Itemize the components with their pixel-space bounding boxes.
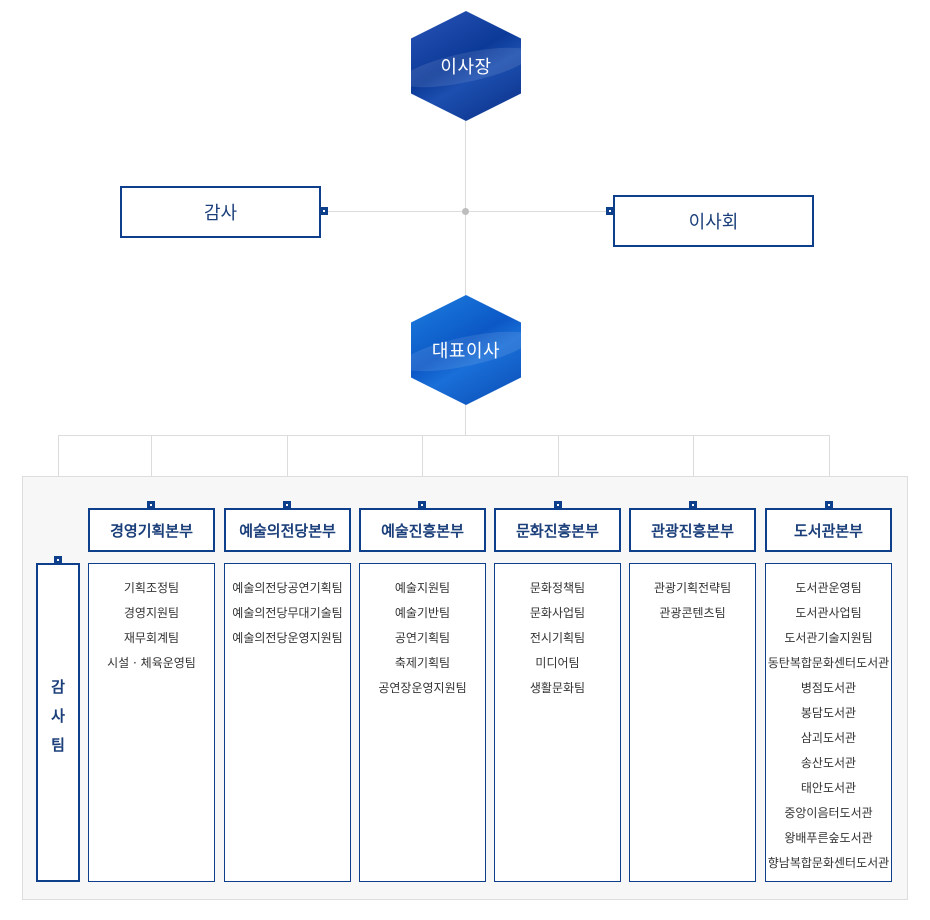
ceo-label: 대표이사 [431,341,501,362]
team-item: 문화정책팀 [529,581,586,595]
division-header: 문화진흥본부 [494,508,621,552]
connector-drop-div6 [829,435,830,505]
division-header: 예술진흥본부 [359,508,486,552]
division-header: 예술의전당본부 [224,508,351,552]
team-item: 동탄복합문화센터도서관 [767,656,890,670]
connector-drop-div2 [287,435,288,505]
team-item: 문화사업팀 [529,606,586,620]
team-item: 봉담도서관 [800,706,857,720]
junction-dot [462,208,469,215]
team-item: 도서관운영팀 [795,581,862,595]
team-item: 송산도서관 [800,756,857,770]
team-item: 태안도서관 [800,781,857,795]
auditor-node: 감사 [120,186,321,238]
connector-drop-div4 [558,435,559,505]
connector-ceo-bus [465,404,466,436]
team-item: 병점도서관 [800,681,857,695]
team-item: 축제기획팀 [394,656,451,670]
team-item: 경영지원팀 [123,606,180,620]
team-item: 기획조정팀 [123,581,180,595]
division-name: 예술의전당본부 [239,521,336,540]
team-item: 향남복합문화센터도서관 [767,856,890,870]
connector-drop-div1 [151,435,152,505]
auditor-connector-dot [320,207,328,215]
division-team-list: 문화정책팀 문화사업팀 전시기획팀 미디어팀 생활문화팀 [494,563,621,882]
team-item: 예술의전당무대기술팀 [232,606,343,620]
division-header: 관광진흥본부 [629,508,756,552]
division-name: 문화진흥본부 [516,521,599,540]
team-item: 예술기반팀 [394,606,451,620]
division-header: 도서관본부 [765,508,892,552]
team-item: 삼괴도서관 [800,731,857,745]
team-item: 공연장운영지원팀 [378,681,467,695]
division-team-list: 도서관운영팀 도서관사업팀 도서관기술지원팀 동탄복합문화센터도서관 병점도서관… [765,563,892,882]
division-name: 관광진흥본부 [651,521,734,540]
division-team-list: 기획조정팀 경영지원팀 재무회계팀 시설 · 체육운영팀 [88,563,215,882]
chairman-node: 이사장 [411,11,521,121]
team-item: 전시기획팀 [529,631,586,645]
chairman-label: 이사장 [440,57,492,78]
team-item: 시설 · 체육운영팀 [107,656,196,670]
audit-team-label: 감사팀 [48,679,67,766]
team-item: 공연기획팀 [394,631,451,645]
team-item: 재무회계팀 [123,631,180,645]
team-item: 관광콘텐츠팀 [659,606,726,620]
division-team-list: 예술지원팀 예술기반팀 공연기획팀 축제기획팀 공연장운영지원팀 [359,563,486,882]
connector-drop-div3 [422,435,423,505]
team-item: 도서관사업팀 [795,606,862,620]
auditor-label: 감사 [203,203,238,224]
board-node: 이사회 [613,195,814,247]
team-item: 예술의전당공연기획팀 [232,581,343,595]
division-name: 경영기획본부 [110,521,193,540]
ceo-node: 대표이사 [411,295,521,405]
division-name: 예술진흥본부 [381,521,464,540]
team-item: 생활문화팀 [529,681,586,695]
connector-drop-div5 [693,435,694,505]
team-item: 예술지원팀 [394,581,451,595]
team-item: 예술의전당운영지원팀 [232,631,343,645]
team-item: 도서관기술지원팀 [784,631,873,645]
division-team-list: 예술의전당공연기획팀 예술의전당무대기술팀 예술의전당운영지원팀 [224,563,351,882]
division-team-list: 관광기획전략팀 관광콘텐츠팀 [629,563,756,882]
team-item: 미디어팀 [535,656,580,670]
audit-team-node: 감사팀 [36,563,80,882]
division-header: 경영기획본부 [88,508,215,552]
team-item: 중앙이음터도서관 [784,806,873,820]
team-item: 관광기획전략팀 [653,581,732,595]
board-label: 이사회 [688,212,739,233]
team-item: 왕배푸른숲도서관 [784,831,873,845]
board-connector-dot [606,207,614,215]
division-name: 도서관본부 [793,521,863,540]
connector-bus [58,435,829,436]
